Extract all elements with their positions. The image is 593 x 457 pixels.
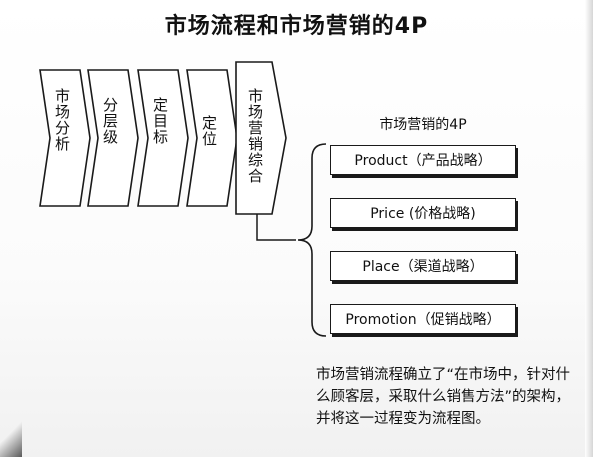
- chevron-step-4: [186, 69, 238, 207]
- chevron-step-5: [235, 61, 287, 215]
- four-p-box-place: Place（渠道战略）: [330, 251, 516, 281]
- page-corner-shadow: [0, 419, 22, 457]
- flow-step-label: 市场营销综合: [246, 88, 264, 184]
- flow-step-label: 分层级: [101, 97, 119, 145]
- connector-line: [256, 214, 296, 241]
- flow-step-label: 市场分析: [53, 88, 71, 152]
- chevron-step-2: [87, 69, 139, 207]
- page-edge-shadow: [585, 0, 593, 457]
- page-title: 市场流程和市场营销的4P: [164, 14, 429, 39]
- flow-step-label: 定位: [200, 115, 218, 147]
- four-p-heading: 市场营销的4P: [379, 117, 467, 133]
- chevron-step-3: [137, 69, 189, 207]
- curly-brace: [297, 143, 327, 337]
- chevron-step-1: [39, 69, 91, 207]
- flow-step-label: 定目标: [151, 97, 169, 145]
- four-p-box-promotion: Promotion（促销战略）: [330, 304, 516, 334]
- four-p-box-price: Price (价格战略): [330, 198, 516, 228]
- caption-text: 市场营销流程确立了“在市场中，针对什么顾客层，采取什么销售方法”的架构，并将这一…: [316, 367, 571, 427]
- four-p-box-product: Product（产品战略）: [330, 145, 516, 175]
